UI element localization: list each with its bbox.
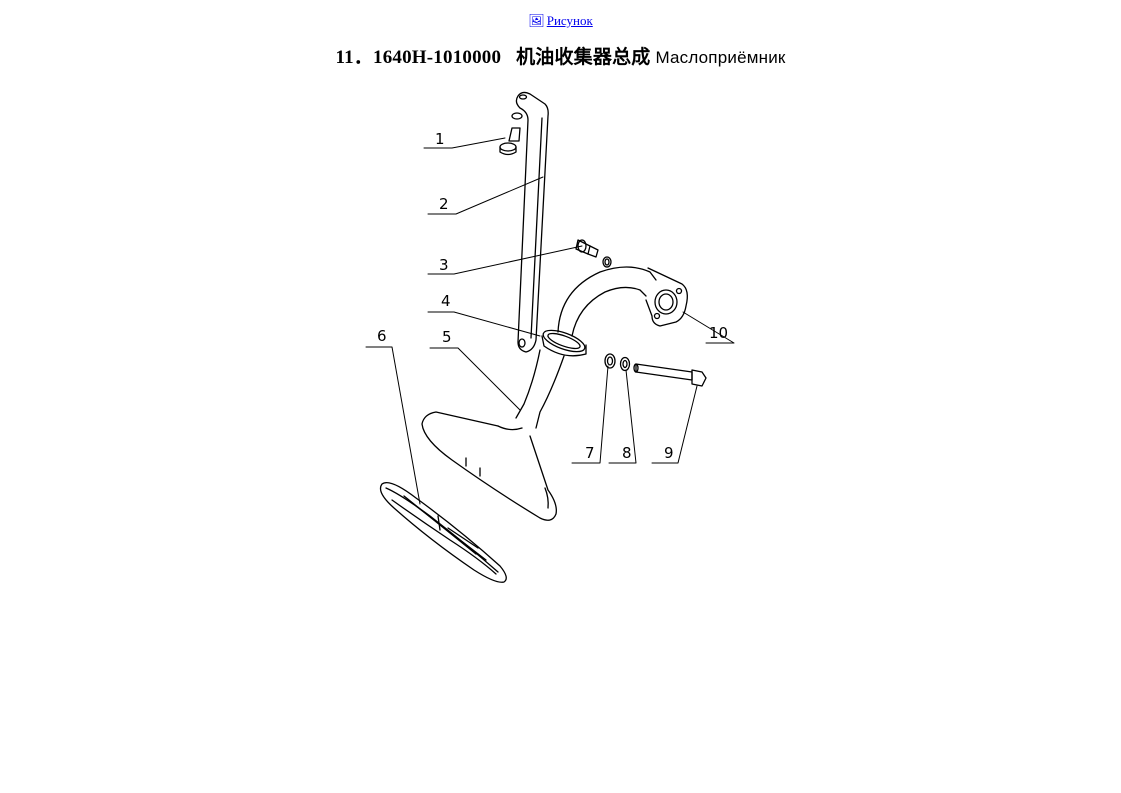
bolt-top-part bbox=[499, 112, 523, 156]
bracket-part bbox=[515, 91, 549, 353]
bolt-mid-part bbox=[575, 239, 612, 268]
page-title: 11．1640H-1010000 机油收集器总成 Маслоприёмник bbox=[0, 42, 1121, 69]
picture-link-label: Рисунок bbox=[546, 13, 593, 28]
washer-7-part bbox=[604, 353, 616, 369]
title-russian: Маслоприёмник bbox=[655, 48, 786, 67]
strainer-mesh-part bbox=[379, 481, 507, 583]
callout-6: 6 bbox=[377, 327, 387, 345]
title-chinese: 机油收集器总成 bbox=[516, 47, 651, 68]
callout-8: 8 bbox=[622, 444, 632, 462]
callout-4: 4 bbox=[441, 292, 451, 310]
leader-lines bbox=[365, 137, 735, 505]
callout-5: 5 bbox=[442, 328, 452, 346]
long-bolt-part bbox=[633, 363, 707, 387]
picture-link-row: 🖼Рисунок bbox=[0, 13, 1121, 29]
callout-9: 9 bbox=[664, 444, 674, 462]
suction-body-part bbox=[421, 349, 565, 521]
callout-10: 10 bbox=[709, 324, 728, 342]
callout-7: 7 bbox=[585, 444, 595, 462]
title-number: 11．1640H-1010000 bbox=[335, 47, 502, 68]
picture-link[interactable]: 🖼Рисунок bbox=[528, 13, 593, 28]
pipe-flange-part bbox=[557, 266, 688, 337]
gasket-part bbox=[541, 329, 587, 357]
callout-labels: 1 2 3 4 5 6 7 8 9 10 bbox=[377, 130, 728, 462]
washer-8-part bbox=[619, 356, 631, 372]
callout-3: 3 bbox=[439, 256, 449, 274]
callout-1: 1 bbox=[435, 130, 445, 148]
image-icon: 🖼 bbox=[528, 13, 545, 28]
callout-2: 2 bbox=[439, 195, 449, 213]
